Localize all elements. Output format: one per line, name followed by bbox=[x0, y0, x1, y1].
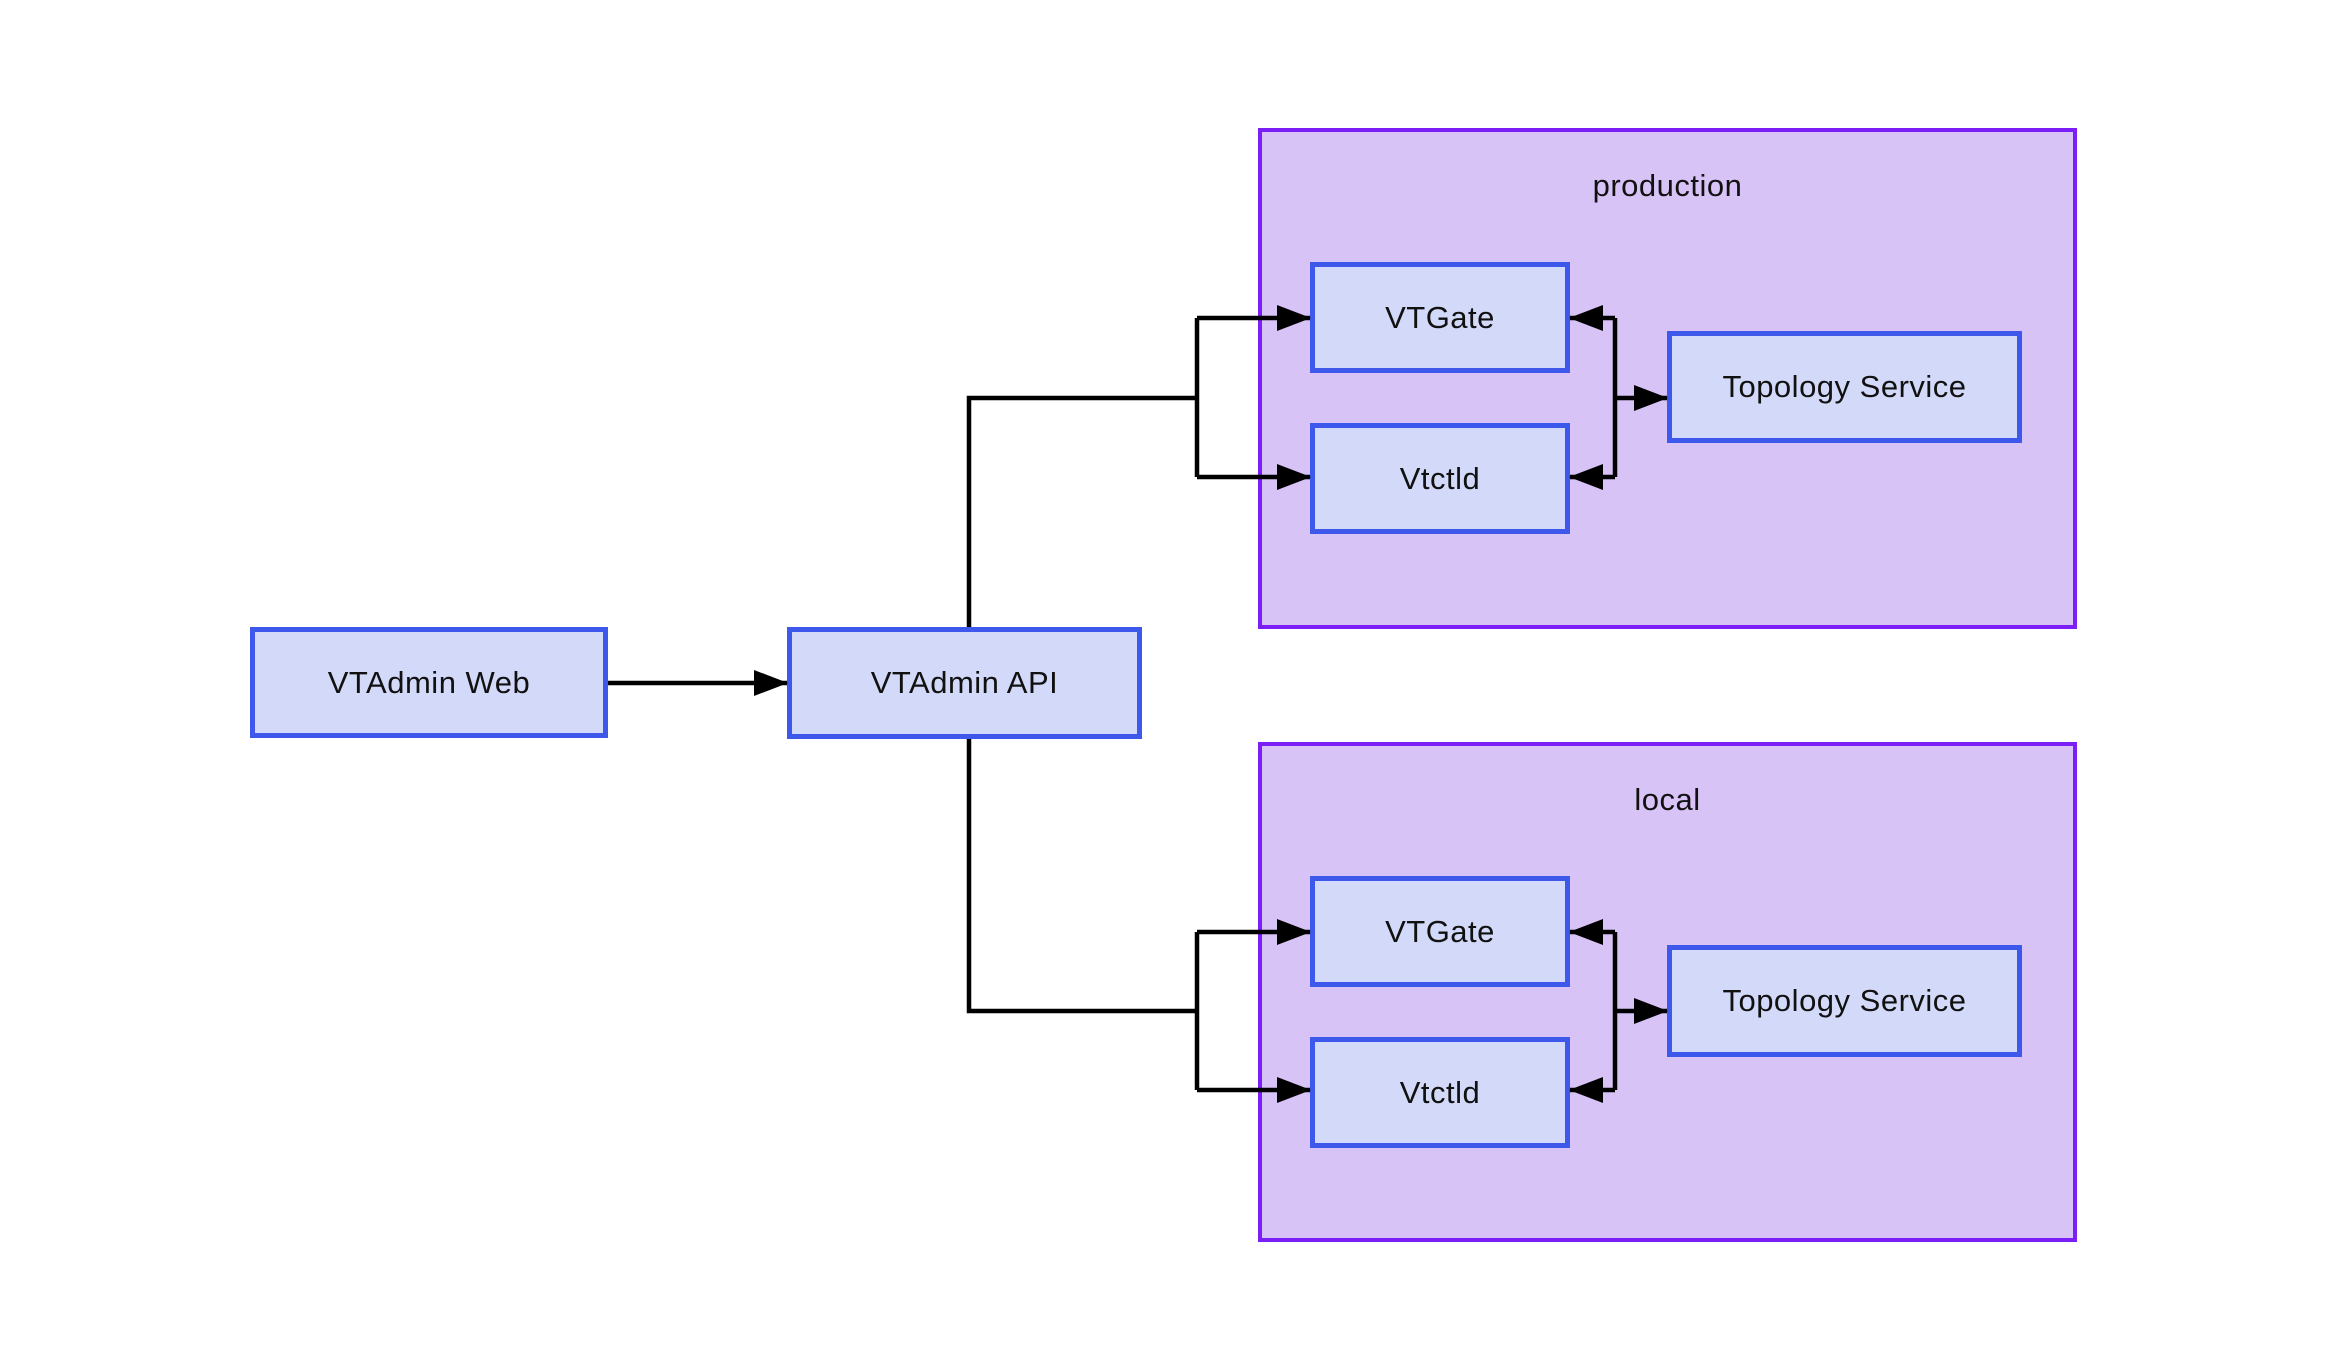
node-local-vtgate: VTGate bbox=[1310, 876, 1570, 987]
node-local-topology-service-label: Topology Service bbox=[1722, 983, 1967, 1018]
cluster-local-title: local bbox=[1634, 782, 1701, 817]
node-local-vtctld-label: Vtctld bbox=[1399, 1074, 1481, 1110]
node-production-vtgate-label: VTGate bbox=[1385, 299, 1495, 335]
cluster-production: production VTGate Vtctld Topology Servic… bbox=[1258, 128, 2077, 629]
node-local-topology-service: Topology Service bbox=[1667, 945, 2022, 1057]
node-local-vtgate-label: VTGate bbox=[1385, 913, 1495, 949]
node-local-vtctld: Vtctld bbox=[1310, 1037, 1570, 1148]
node-vtadmin-api-label: VTAdmin API bbox=[870, 665, 1059, 700]
node-production-vtctld: Vtctld bbox=[1310, 423, 1570, 534]
node-vtadmin-web-label: VTAdmin Web bbox=[327, 664, 531, 700]
node-vtadmin-api: VTAdmin API bbox=[787, 627, 1142, 739]
edge-api-to-local-trunk bbox=[966, 739, 1197, 1014]
edge-api-to-production-trunk bbox=[966, 395, 1197, 627]
node-vtadmin-web: VTAdmin Web bbox=[250, 627, 608, 738]
node-production-topology-service-label: Topology Service bbox=[1722, 369, 1967, 404]
node-production-topology-service: Topology Service bbox=[1667, 331, 2022, 443]
node-production-vtgate: VTGate bbox=[1310, 262, 1570, 373]
cluster-production-title: production bbox=[1592, 168, 1743, 203]
cluster-local: local VTGate Vtctld Topology Service bbox=[1258, 742, 2077, 1242]
node-production-vtctld-label: Vtctld bbox=[1399, 460, 1481, 496]
